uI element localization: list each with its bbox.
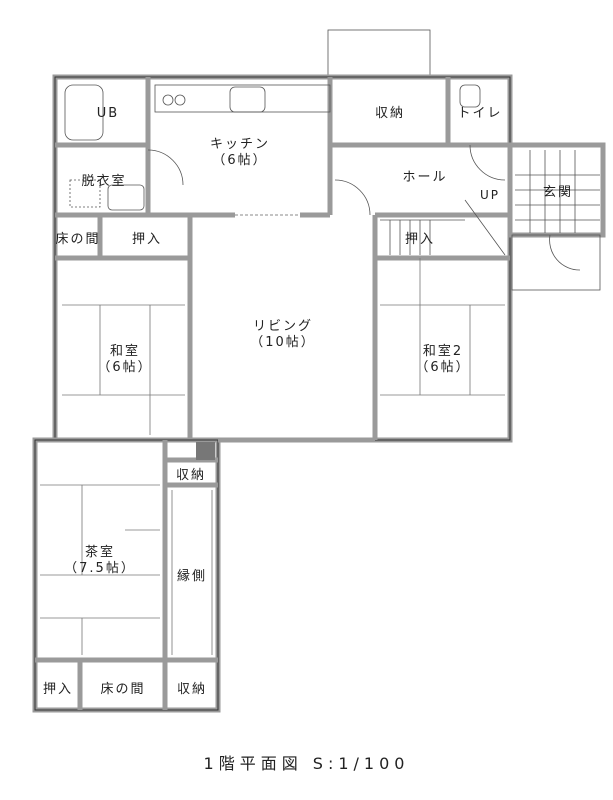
room-label-living: リビング: [253, 319, 313, 334]
room-label-storage-small: 収納: [176, 468, 206, 483]
room-label-alcove-bottom: 床の間: [100, 682, 145, 697]
room-size-washitsu: （6帖）: [97, 360, 152, 375]
room-size-kitchen: （6帖）: [212, 153, 267, 168]
plan-title: 1階平面図 S:1/100: [203, 754, 410, 773]
room-labels: UB キッチン （6帖） 収納 トイレ 脱衣室 ホール UP 玄関 床の間 押入…: [43, 106, 573, 697]
room-label-engawa: 縁側: [177, 568, 207, 584]
sink-icon: [229, 86, 266, 113]
room-label-dressing: 脱衣室: [81, 173, 126, 189]
bathtub-icon: [64, 84, 104, 141]
washing-machine-icon: [69, 179, 101, 208]
kitchen-counter: [154, 84, 331, 113]
entrance-tiles: [515, 150, 600, 233]
door-swing: [147, 149, 184, 186]
room-size-chashitsu: （7.5帖）: [64, 561, 136, 576]
toilet-icon: [459, 84, 481, 108]
room-label-washitsu: 和室: [110, 343, 140, 359]
room-label-entrance: 玄関: [543, 185, 573, 200]
room-label-chashitsu: 茶室: [85, 544, 115, 560]
room-label-storage-top: 収納: [375, 106, 405, 121]
washbasin-icon: [107, 184, 145, 211]
stairs: [380, 199, 506, 256]
balcony-outline: [327, 29, 431, 76]
room-label-storage-bottom: 収納: [177, 682, 207, 697]
fixtures: [64, 84, 600, 271]
room-label-closet-bottom: 押入: [43, 682, 73, 697]
room-label-toilet: トイレ: [457, 106, 502, 121]
room-size-washitsu2: （6帖）: [415, 360, 470, 375]
room-label-washitsu2: 和室2: [423, 343, 463, 359]
room-label-hall: ホール: [402, 170, 447, 185]
room-size-living: （10帖）: [250, 335, 316, 350]
room-label-kitchen: キッチン: [210, 137, 270, 152]
walls: [32, 74, 606, 713]
tatami-lines: [40, 258, 505, 655]
room-label-alcove-top: 床の間: [55, 232, 100, 247]
room-label-closet-top: 押入: [132, 232, 162, 247]
room-label-bath: UB: [97, 106, 119, 121]
stair-up-label: UP: [480, 188, 500, 202]
room-label-closet-stair: 押入: [405, 232, 435, 247]
stove-icon: [162, 94, 174, 106]
